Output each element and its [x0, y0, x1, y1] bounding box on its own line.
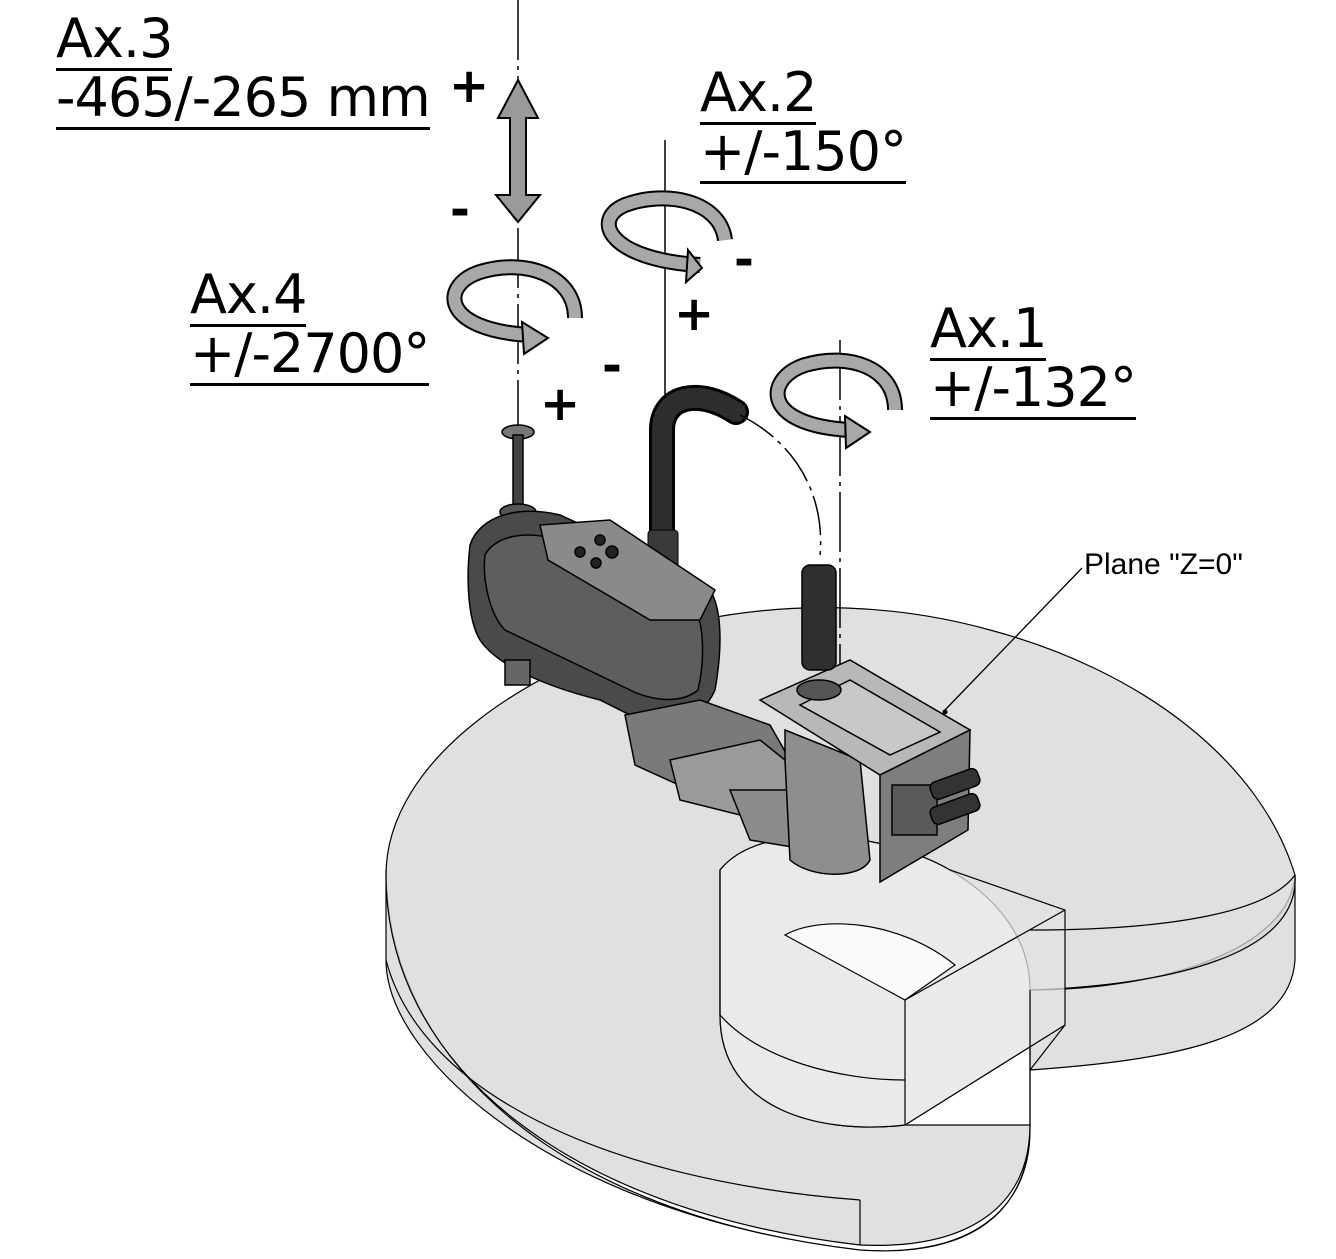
workspace-volume [385, 607, 1296, 1252]
ax2-plus-sign: + [674, 286, 715, 342]
ax4-minus-sign: - [602, 338, 622, 394]
ax3-name: Ax.3 [56, 7, 173, 71]
plane-z0-label: Plane "Z=0" [1084, 548, 1243, 581]
ax2-name: Ax.2 [700, 61, 817, 125]
ax2-minus-sign: - [734, 232, 754, 288]
ax1-label: Ax.1 +/-132° [930, 297, 1137, 420]
ax1-rotation-arrow [769, 352, 903, 450]
ax3-minus-sign: - [450, 182, 470, 238]
ax3-plus-sign: + [449, 58, 490, 114]
ax3-label: Ax.3 -465/-265 mm [56, 7, 431, 130]
robot-base [758, 564, 981, 884]
ax3-range: -465/-265 mm [56, 66, 431, 130]
plane-leader-line [944, 567, 1083, 711]
ax2-rotation-arrow [600, 190, 733, 285]
ax4-range: +/-2700° [190, 322, 430, 386]
ax4-name: Ax.4 [190, 263, 307, 327]
workspace-side-wall [385, 869, 1296, 1252]
ax4-rotation-arrow [446, 259, 583, 356]
ax3-linear-arrow [493, 77, 543, 224]
ax4-label: Ax.4 +/-2700° [190, 263, 430, 386]
ax1-range: +/-132° [930, 356, 1137, 420]
robot-arm [467, 424, 811, 851]
ax4-plus-sign: + [540, 376, 581, 432]
ax2-label: Ax.2 +/-150° [700, 61, 907, 184]
ax1-name: Ax.1 [930, 297, 1047, 361]
ax2-range: +/-150° [700, 120, 907, 184]
workspace-inner-hole [783, 923, 956, 1001]
